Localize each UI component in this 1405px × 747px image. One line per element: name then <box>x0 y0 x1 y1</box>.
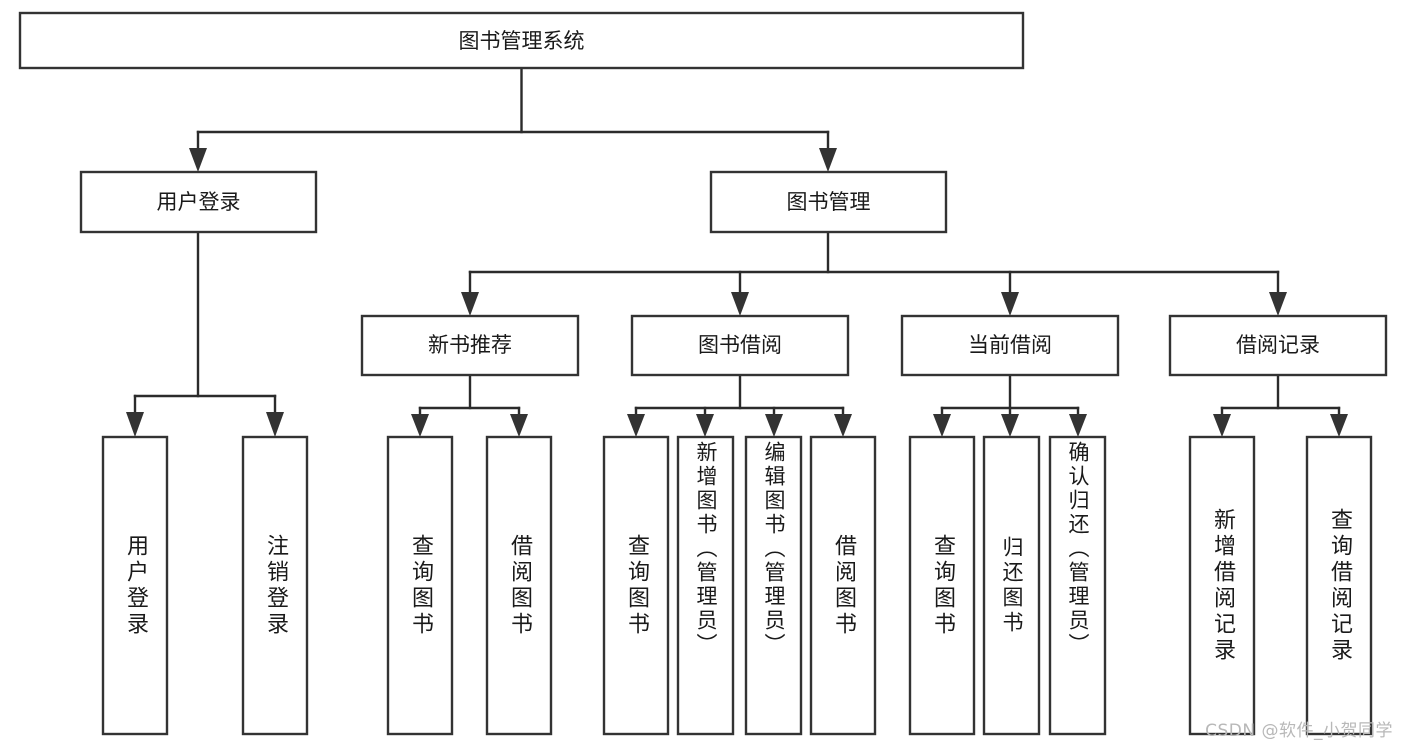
node-borrow-record-label: 借阅记录 <box>1236 333 1320 357</box>
leaf-label-query-book-current: 查询图书 <box>930 533 955 638</box>
node-user-login-box[interactable] <box>79 170 318 234</box>
node-root-label: 图书管理系统 <box>459 29 585 53</box>
node-book-management-box[interactable] <box>709 170 948 234</box>
leaf-box-borrow-book-newbook[interactable] <box>485 435 553 736</box>
node-user-login-label: 用户登录 <box>157 190 241 214</box>
node-book-borrow-box[interactable] <box>630 314 850 377</box>
leaf-box-query-book-borrow[interactable] <box>602 435 670 736</box>
leaf-box-logout[interactable] <box>241 435 309 736</box>
arrowhead-bookborrow-leaf-3 <box>765 414 783 437</box>
leaf-box-user-login[interactable] <box>101 435 169 736</box>
leaf-label-wrap-query-book-newbook: 查询图书 <box>388 437 452 734</box>
leaf-label-wrap-query-borrow-record: 查询借阅记录 <box>1307 437 1371 734</box>
arrowhead-borrow-record <box>1269 292 1287 316</box>
arrowhead-currentborrow-leaf-2 <box>1001 414 1019 437</box>
arrowhead-bookborrow-leaf-4 <box>834 414 852 437</box>
leaf-label-add-borrow-record: 新增借阅记录 <box>1210 507 1235 664</box>
leaf-box-return-book[interactable] <box>982 435 1041 736</box>
leaf-label-wrap-add-borrow-record: 新增借阅记录 <box>1190 437 1254 734</box>
node-borrow-record[interactable]: 借阅记录 <box>1168 314 1388 377</box>
node-borrow-record-box[interactable] <box>1168 314 1388 377</box>
leaf-box-confirm-return-admin[interactable] <box>1048 435 1107 736</box>
leaf-box-borrow-book[interactable] <box>809 435 877 736</box>
leaf-box-edit-book-admin[interactable] <box>744 435 803 736</box>
leaf-label-wrap-query-book-borrow: 查询图书 <box>604 437 668 734</box>
arrowhead-currentborrow-leaf-3 <box>1069 414 1087 437</box>
leaf-label-edit-book-admin: 编辑图书（管理员） <box>762 441 786 657</box>
node-new-book-recommend-label: 新书推荐 <box>428 333 512 357</box>
node-new-book-recommend-box[interactable] <box>360 314 580 377</box>
arrowhead-newbook-leaf-1 <box>411 414 429 437</box>
leaf-box-query-borrow-record[interactable] <box>1305 435 1373 736</box>
connectors-layer <box>126 66 1348 437</box>
leaf-label-wrap-add-book-admin: 新增图书（管理员） <box>678 441 733 734</box>
arrowhead-new-book <box>461 292 479 316</box>
node-book-management[interactable]: 图书管理 <box>709 170 948 234</box>
node-book-management-label: 图书管理 <box>787 190 871 214</box>
leaf-label-wrap-query-book-current: 查询图书 <box>910 437 974 734</box>
node-current-borrow[interactable]: 当前借阅 <box>900 314 1120 377</box>
arrowhead-leaf-user-login <box>126 412 144 437</box>
leaf-nodes-layer <box>101 435 1373 736</box>
arrowhead-book-mgmt <box>819 148 837 172</box>
leaf-label-query-borrow-record: 查询借阅记录 <box>1327 507 1352 664</box>
leaf-label-add-book-admin: 新增图书（管理员） <box>694 441 718 657</box>
arrowhead-user-login <box>189 148 207 172</box>
arrowhead-borrowrecord-leaf-2 <box>1330 414 1348 437</box>
node-new-book-recommend[interactable]: 新书推荐 <box>360 314 580 377</box>
leaf-box-query-book-newbook[interactable] <box>386 435 454 736</box>
node-book-borrow-label: 图书借阅 <box>698 333 782 357</box>
arrowhead-bookborrow-leaf-2 <box>696 414 714 437</box>
leaf-box-add-borrow-record[interactable] <box>1188 435 1256 736</box>
node-book-borrow[interactable]: 图书借阅 <box>630 314 850 377</box>
node-root-box[interactable] <box>18 11 1025 70</box>
leaf-label-borrow-book: 借阅图书 <box>831 533 856 638</box>
leaf-label-query-book-borrow: 查询图书 <box>624 533 649 638</box>
leaf-label-borrow-book-newbook: 借阅图书 <box>507 533 532 638</box>
arrowhead-newbook-leaf-2 <box>510 414 528 437</box>
leaf-label-logout: 注销登录 <box>263 533 288 638</box>
node-current-borrow-label: 当前借阅 <box>968 333 1052 357</box>
leaf-label-wrap-return-book: 归还图书 <box>984 437 1039 734</box>
leaf-label-wrap-edit-book-admin: 编辑图书（管理员） <box>746 441 801 734</box>
node-root[interactable]: 图书管理系统 <box>18 11 1025 70</box>
arrowhead-borrowrecord-leaf-1 <box>1213 414 1231 437</box>
arrowhead-bookborrow-leaf-1 <box>627 414 645 437</box>
leaf-label-query-book-newbook: 查询图书 <box>408 533 433 638</box>
leaf-label-wrap-confirm-return-admin: 确认归还（管理员） <box>1050 441 1105 734</box>
leaf-label-wrap-logout: 注销登录 <box>243 437 307 734</box>
leaf-box-add-book-admin[interactable] <box>676 435 735 736</box>
leaf-label-user-login: 用户登录 <box>123 533 148 638</box>
node-current-borrow-box[interactable] <box>900 314 1120 377</box>
arrowhead-currentborrow-leaf-1 <box>933 414 951 437</box>
arrowhead-leaf-logout <box>266 412 284 437</box>
leaf-label-wrap-borrow-book: 借阅图书 <box>811 437 875 734</box>
leaf-label-confirm-return-admin: 确认归还（管理员） <box>1066 441 1090 657</box>
leaf-label-return-book: 归还图书 <box>1000 535 1024 636</box>
leaf-label-wrap-user-login: 用户登录 <box>103 437 167 734</box>
leaf-box-query-book-current[interactable] <box>908 435 976 736</box>
leaf-label-wrap-borrow-book-newbook: 借阅图书 <box>487 437 551 734</box>
arrowhead-current-borrow <box>1001 292 1019 316</box>
arrowhead-book-borrow <box>731 292 749 316</box>
node-user-login[interactable]: 用户登录 <box>79 170 318 234</box>
